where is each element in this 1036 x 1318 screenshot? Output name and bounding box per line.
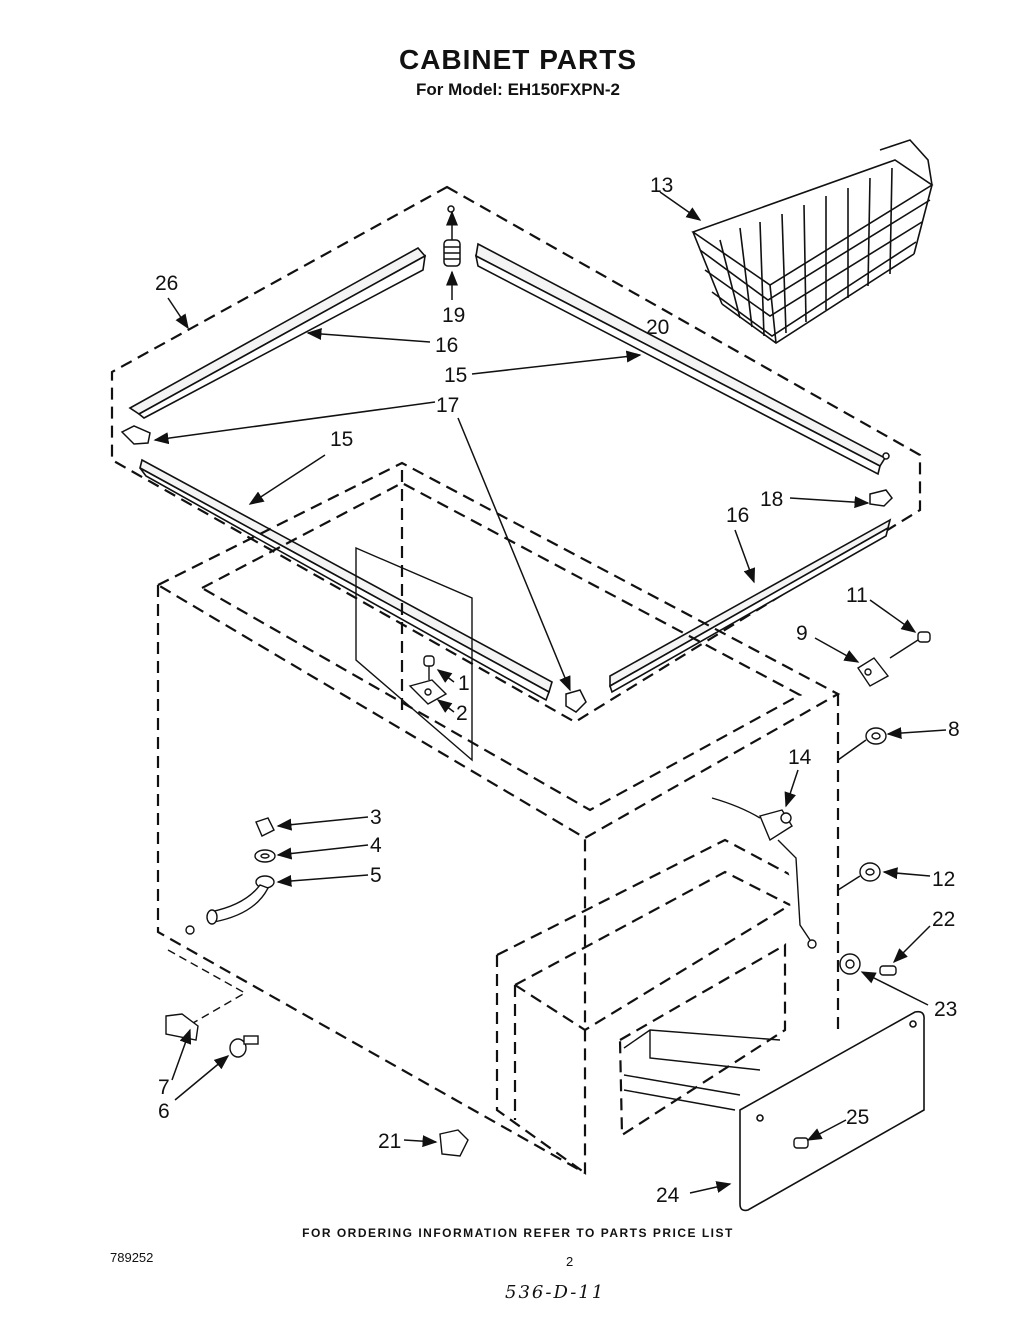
leader-7 [171,1028,192,1081]
drain-cap-3 [255,817,275,837]
compressor-compartment [495,838,801,1174]
callout-15a: 15 [444,364,467,387]
leader-18 [789,496,870,509]
bushing-8 [865,727,887,745]
page-number: 2 [566,1254,574,1269]
callout-20: 20 [646,316,669,339]
breaker-strip-right-rear [474,242,887,476]
document-number: 789252 [110,1250,154,1265]
leader-15a [471,350,642,375]
callout-5: 5 [370,864,382,887]
leader-4 [276,844,369,860]
callout-18: 18 [760,488,783,511]
model-subtitle: For Model: EH150FXPN-2 [415,80,621,99]
leader-15b [248,454,326,505]
leader-9 [814,637,860,663]
leader-14 [784,769,799,808]
leader-1 [436,669,455,683]
breaker-strip-right-front [609,518,892,694]
lid-liner-outline [110,185,922,724]
leader-21 [403,1135,438,1148]
clip-21 [439,1129,469,1157]
callout-8: 8 [948,718,960,741]
leader-16b [734,529,756,584]
callout-11: 11 [846,584,868,607]
leader-13 [659,191,702,221]
callout-12: 12 [932,868,955,891]
breaker-strip-left-rear [128,246,427,419]
drain-tube-5 [185,875,275,935]
leader-17b [457,417,571,692]
leader-5 [276,874,369,887]
callout-26: 26 [155,272,178,295]
leader-24 [689,1181,732,1194]
bushing-12 [859,862,881,882]
leader-17a [153,401,436,445]
callout-6: 6 [158,1100,170,1123]
callout-16a: 16 [435,334,458,357]
callout-16b: 16 [726,504,749,527]
screw-11 [889,631,931,659]
drain-plug-7 [165,1013,199,1041]
leader-8-body [837,739,867,761]
callout-1: 1 [458,672,470,695]
callout-15b: 15 [330,428,353,451]
knob-23 [807,939,861,975]
compressor-opening-detail [623,1029,781,1111]
temperature-control-14 [711,797,811,941]
callout-25: 25 [846,1106,869,1129]
callout-2: 2 [456,702,468,725]
corner-cap-right-18 [869,452,893,507]
hinge-9 [857,657,890,687]
serial-plate [355,546,473,762]
leader-22 [892,925,931,964]
callout-labels: 13 26 19 20 16 15 17 15 18 16 11 9 1 2 8… [155,174,960,1207]
corner-cap-left [120,425,151,445]
leveling-leg-6 [229,1035,259,1058]
breaker-strip-left-front [139,458,553,702]
screw-22 [879,965,897,976]
callout-23: 23 [934,998,957,1021]
leader-11 [869,599,917,633]
leader-8 [886,727,947,740]
drain-guide-line [167,949,247,1028]
callout-24: 24 [656,1184,680,1207]
leader-2 [436,699,455,713]
callout-13: 13 [650,174,673,197]
gasket-4 [254,849,276,863]
latch-plate-2 [408,679,448,705]
callout-9: 9 [796,622,808,645]
callout-3: 3 [370,806,382,829]
base-grille-24 [739,1010,925,1212]
callout-21: 21 [378,1130,401,1153]
corner-cap-front [565,689,587,713]
leader-12-body [837,875,861,891]
leader-25 [806,1119,847,1141]
freezer-basket [691,139,934,344]
callout-4: 4 [370,834,382,857]
handwritten-note: 536-D-11 [505,1282,606,1303]
ordering-note: FOR ORDERING INFORMATION REFER TO PARTS … [302,1226,734,1240]
leader-23 [860,971,929,1006]
leader-6 [174,1055,230,1101]
callout-14: 14 [788,746,812,769]
screw-25 [793,1137,809,1149]
callout-22: 22 [932,908,955,931]
callout-19: 19 [442,304,465,327]
leader-16a [306,328,431,343]
leader-12 [882,867,931,880]
screw-1 [423,655,435,680]
leader-3 [276,816,369,831]
callout-17: 17 [436,394,459,417]
callout-7: 7 [158,1076,170,1099]
page-title: CABINET PARTS [398,44,638,75]
leader-26 [167,297,189,330]
cabinet-body [156,461,841,1175]
